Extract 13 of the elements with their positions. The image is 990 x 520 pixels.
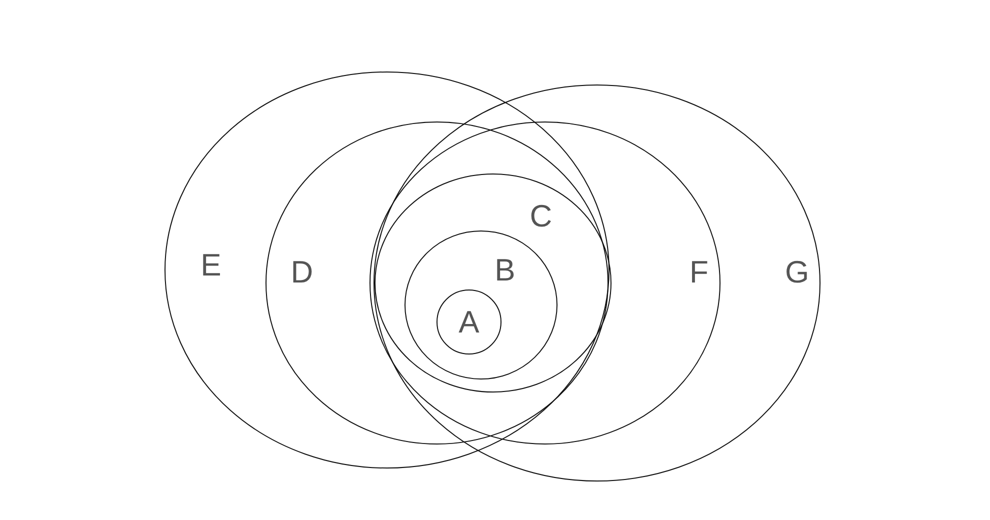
set-ellipse [437,290,501,354]
set-label: A [458,306,480,338]
set-ellipse [375,174,611,392]
set-label: F [690,256,708,288]
set-label: B [494,254,516,286]
set-ellipse [165,72,609,468]
set-ellipse [370,122,720,444]
set-ellipse [405,231,557,379]
set-label: G [784,256,810,288]
set-label: E [200,250,222,280]
set-ellipse [266,122,608,444]
set-label: D [290,256,314,288]
set-label: C [530,200,552,232]
